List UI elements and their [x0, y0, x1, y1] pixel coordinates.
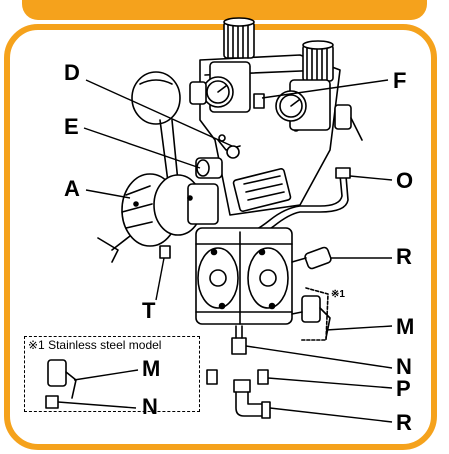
- callout-f: F: [393, 68, 407, 93]
- callout-r-lower: R: [396, 410, 412, 435]
- callout-d: D: [64, 60, 80, 85]
- regulator-a: [97, 173, 219, 263]
- leader-o: [349, 175, 393, 181]
- regulator-knob-left: [223, 17, 255, 59]
- regulator-knob-right: [302, 40, 334, 82]
- gauge-right: [275, 90, 307, 122]
- stainless-marker: ※1: [331, 289, 345, 300]
- leader-e: [83, 127, 201, 169]
- stainless-model-note: ※1 Stainless steel model: [28, 338, 162, 352]
- valve-m-right: [291, 295, 331, 339]
- callout-o: O: [396, 168, 414, 193]
- leader-n-upper: [245, 345, 393, 369]
- note-valve-m: [47, 359, 77, 399]
- leader-p: [267, 377, 393, 389]
- callout-r-upper: R: [396, 244, 412, 269]
- callout-n-note: N: [142, 394, 158, 419]
- top-tab: [22, 0, 427, 20]
- leader-t: [155, 257, 165, 301]
- pressure-gauge-ball: [131, 71, 181, 183]
- leader-m-note: [73, 369, 139, 381]
- stainless-model-note-box: [24, 336, 200, 412]
- leader-n-note: [57, 401, 137, 409]
- diaphragm-pump: [195, 227, 293, 325]
- fitting-e: [195, 139, 241, 179]
- callout-m-upper: M: [396, 314, 415, 339]
- callout-n-upper: N: [396, 354, 412, 379]
- callout-e: E: [64, 114, 79, 139]
- leader-a: [85, 189, 131, 199]
- callout-a: A: [64, 176, 80, 201]
- gauge-left: [202, 76, 234, 108]
- elbow-r-lower: [233, 379, 271, 419]
- leader-r-lower: [269, 407, 393, 423]
- leader-m-upper: [325, 325, 393, 331]
- leader-f: [261, 79, 389, 99]
- callout-t: T: [142, 298, 156, 323]
- callout-p: P: [396, 376, 411, 401]
- callout-m-note: M: [142, 356, 161, 381]
- elbow-r-upper: [291, 246, 332, 270]
- leader-d: [85, 79, 233, 147]
